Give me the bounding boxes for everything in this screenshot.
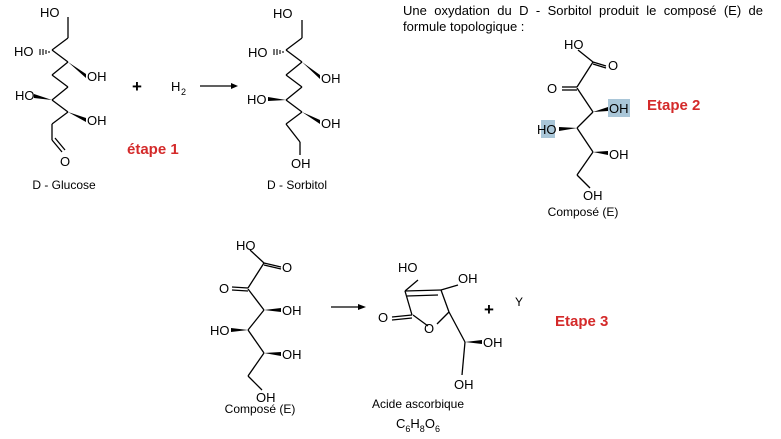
atom-label: HO (247, 92, 267, 107)
atom-label: OH (87, 69, 107, 84)
atom-label: HO (15, 88, 35, 103)
atom-label: OH (282, 347, 302, 362)
atom-label: HO (398, 260, 418, 275)
sorbitol-structure: HO HO OH HO OH OH D - Sorbitol (247, 6, 341, 192)
atom-label: HO (248, 45, 268, 60)
atom-label-ho-split: HO (537, 122, 557, 137)
byproduct-y: Y (515, 295, 523, 309)
oh-highlight (608, 99, 630, 117)
step-2-label: Etape 2 (647, 97, 700, 114)
h2-reagent: H 2 (171, 79, 186, 97)
atom-label: OH (321, 116, 341, 131)
atom-label: HO (564, 37, 584, 52)
compound-e-structure-top: HO O O OH HO OH OH Composé (E) (537, 37, 630, 219)
atom-label: OH (282, 303, 302, 318)
reaction-arrow-2 (331, 304, 366, 310)
atom-label: O (547, 81, 557, 96)
ascorbic-acid-label: Acide ascorbique (372, 397, 464, 411)
atom-label: OH (321, 71, 341, 86)
ascorbic-acid-formula: C6H8O6 (396, 416, 440, 434)
atom-label: OH (454, 377, 474, 392)
atom-label: O (378, 310, 388, 325)
atom-label: O (282, 260, 292, 275)
atom-label: OH (609, 147, 629, 162)
atom-label: HO (236, 238, 256, 253)
intro-text: Une oxydation du D - Sorbitol produit le… (403, 3, 763, 34)
plus-sign-2: + (484, 300, 494, 319)
plus-sign: + (132, 77, 142, 96)
atom-label: OH (291, 156, 311, 171)
atom-label: O (608, 58, 618, 73)
atom-label: O (60, 154, 70, 169)
sorbitol-label: D - Sorbitol (267, 178, 327, 192)
compound-e-structure-bottom: HO O O OH HO OH OH Composé (E) (210, 238, 302, 416)
atom-label: OH (458, 271, 478, 286)
step-1-label: étape 1 (127, 141, 179, 158)
atom-label: O (424, 321, 434, 336)
atom-label-highlighted: OH (609, 101, 629, 116)
atom-label: OH (256, 390, 276, 405)
ho-highlight (541, 120, 555, 138)
atom-label: HO (273, 6, 293, 21)
glucose-structure: HO HO OH HO OH O D - Glucose (14, 5, 107, 192)
ascorbic-acid-structure: HO OH O O OH OH Acide ascorbique C6H8O6 (372, 260, 503, 434)
compound-e-label-top: Composé (E) (548, 205, 619, 219)
atom-label: OH (483, 335, 503, 350)
atom-label: OH (87, 113, 107, 128)
glucose-label: D - Glucose (32, 178, 96, 192)
atom-label: HO (14, 44, 34, 59)
atom-label: OH (583, 188, 603, 203)
step-3-label: Etape 3 (555, 313, 608, 330)
compound-e-label-bottom: Composé (E) (225, 402, 296, 416)
atom-label: HO (210, 323, 230, 338)
atom-label: O (219, 281, 229, 296)
h2-symbol: H (171, 79, 180, 94)
atom-label: HO (40, 5, 60, 20)
reaction-arrow (200, 83, 238, 89)
h2-subscript: 2 (181, 87, 186, 97)
